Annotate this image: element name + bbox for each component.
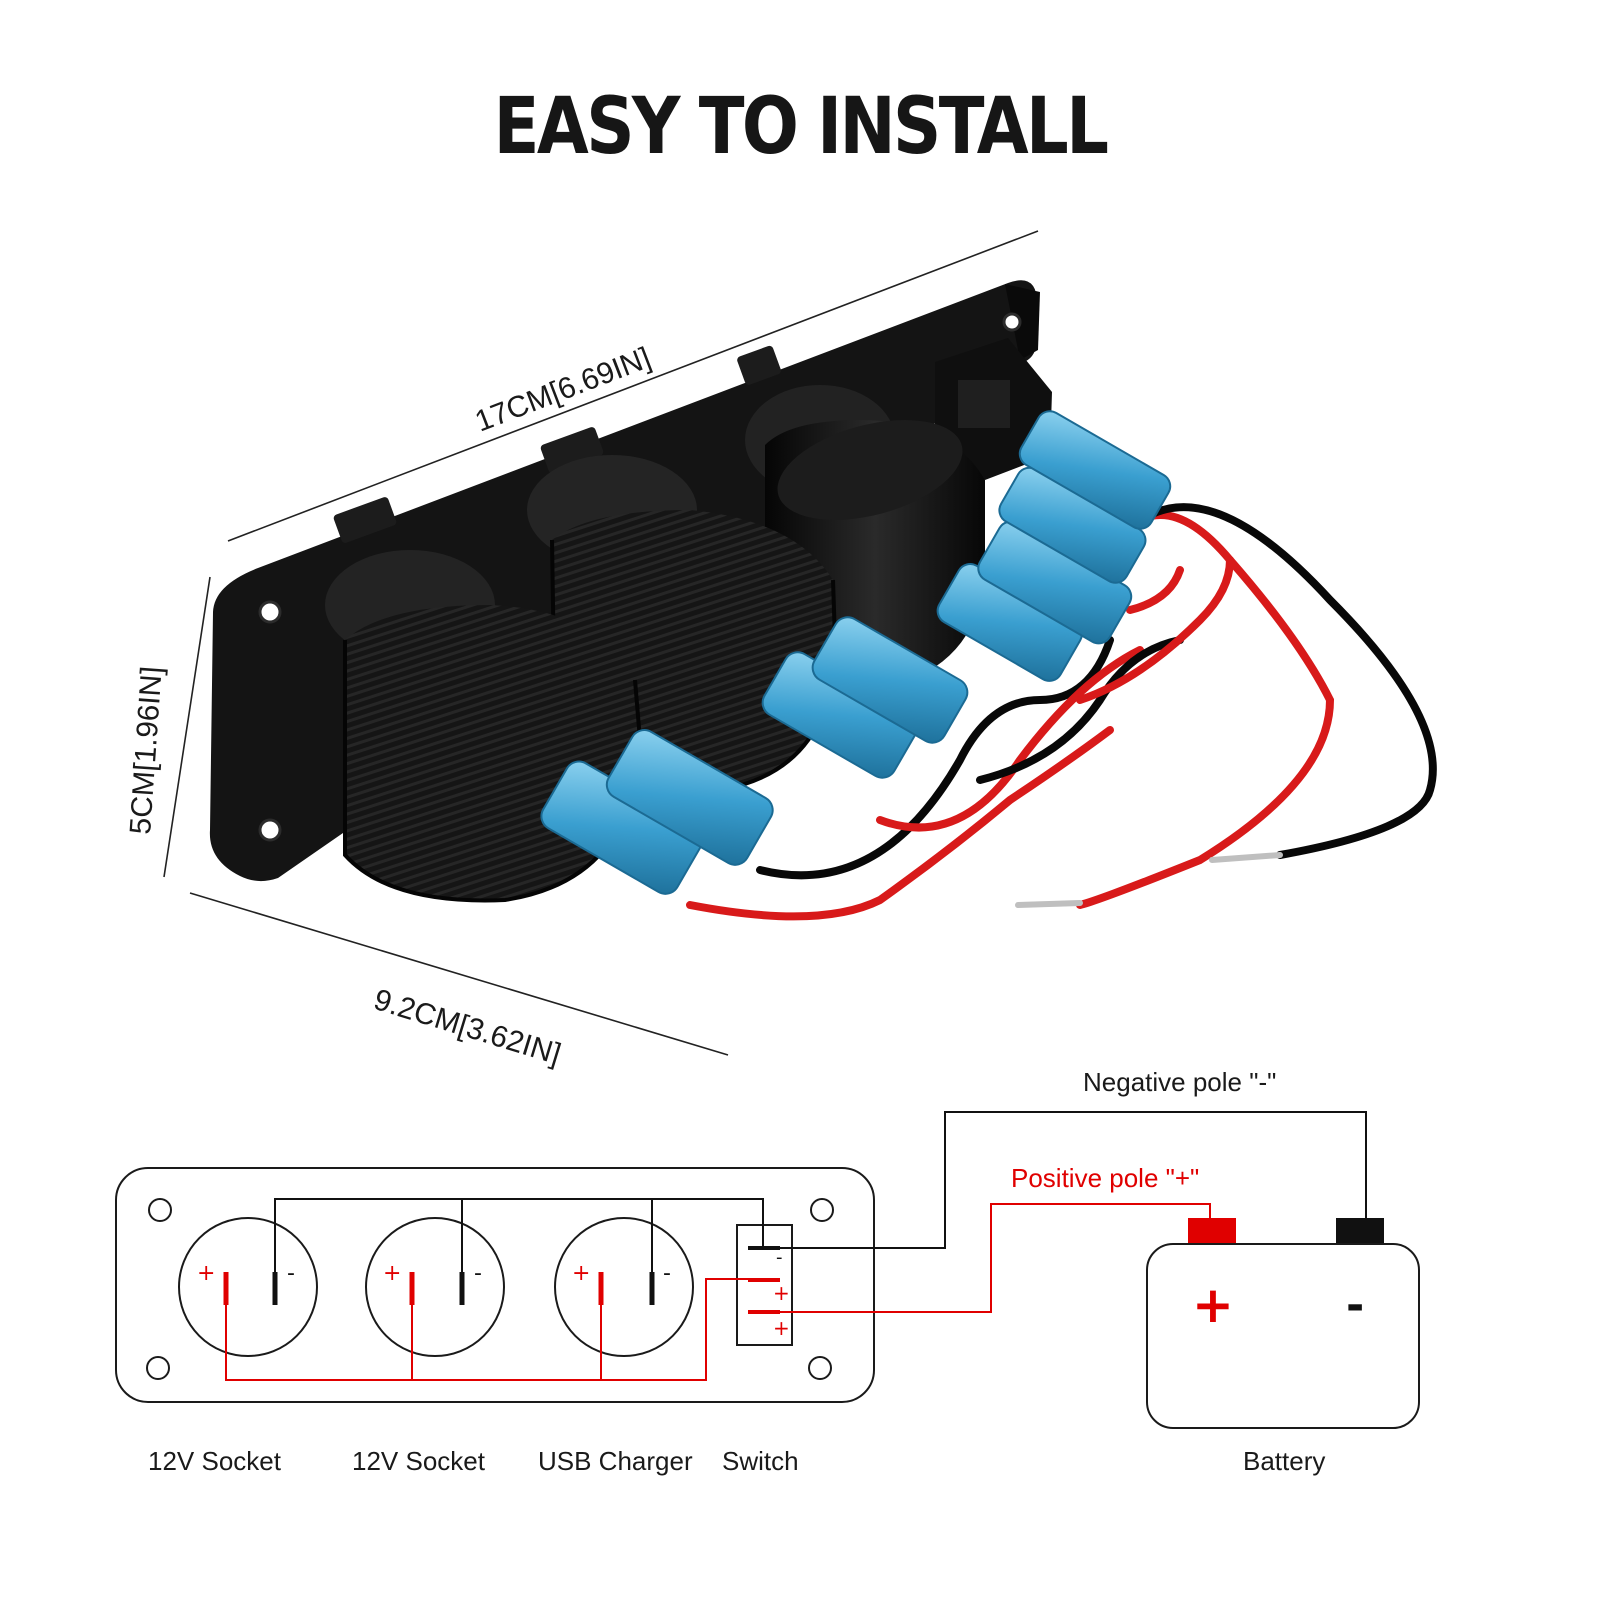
mount-hole	[808, 1356, 832, 1380]
length-dimension-label: 17CM[6.69IN]	[471, 341, 656, 438]
battery-negative-terminal	[1336, 1218, 1384, 1244]
usb-minus-mark: -	[663, 1261, 671, 1286]
socket2-minus-mark: -	[474, 1261, 482, 1286]
mount-hole	[810, 1198, 834, 1222]
battery-label: Battery	[1243, 1446, 1325, 1476]
switch-minus-mark: -	[776, 1247, 783, 1268]
usb-circle	[554, 1217, 694, 1357]
battery-positive-terminal	[1188, 1218, 1236, 1244]
mount-hole	[148, 1198, 172, 1222]
battery-body	[1146, 1243, 1420, 1429]
switch-label: Switch	[722, 1446, 799, 1476]
socket-circle-2	[365, 1217, 505, 1357]
mount-hole	[146, 1356, 170, 1380]
page-title: EASY TO INSTALL	[493, 82, 1109, 172]
panel-illustration	[209, 280, 1437, 921]
battery-minus-symbol: -	[1346, 1280, 1364, 1331]
socket2-label: 12V Socket	[352, 1446, 486, 1476]
switch-plus-mark-2: +	[773, 1316, 790, 1340]
dimension-lines	[163, 230, 1039, 1056]
usb-charger-label: USB Charger	[538, 1446, 693, 1476]
socket2-plus-mark: +	[383, 1261, 401, 1286]
usb-plus-mark: +	[572, 1261, 590, 1286]
switch-outline	[736, 1224, 793, 1346]
wiring-diagram: + - + - + - - + + + - Negative pole "-" …	[115, 1067, 1420, 1476]
negative-pole-label: Negative pole "-"	[1083, 1067, 1276, 1097]
socket1-label: 12V Socket	[148, 1446, 282, 1476]
socket1-plus-mark: +	[197, 1261, 215, 1286]
socket1-minus-mark: -	[287, 1261, 295, 1286]
switch-plus-mark-1: +	[773, 1281, 790, 1305]
height-dimension-label: 5CM[1.96IN]	[124, 665, 169, 835]
socket-circle-1	[178, 1217, 318, 1357]
positive-pole-label: Positive pole "+"	[1011, 1163, 1199, 1193]
battery-plus-symbol: +	[1192, 1276, 1234, 1334]
